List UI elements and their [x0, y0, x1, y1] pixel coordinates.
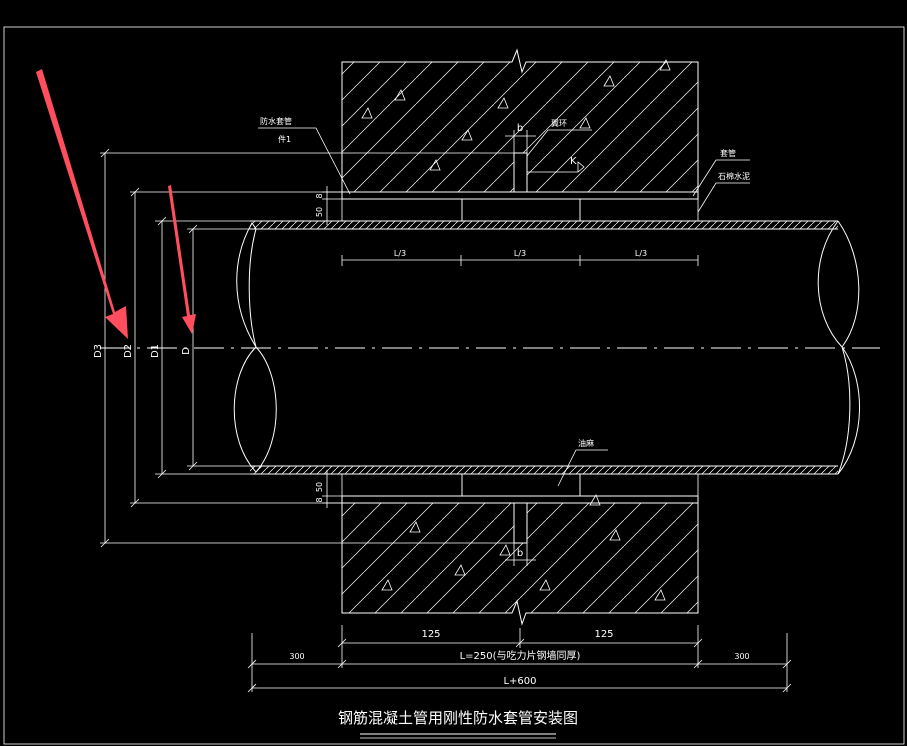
gap-dimension-top: 50 8	[315, 186, 342, 225]
dim-l250: L=250(与吃力片钢墙同厚)	[460, 649, 581, 662]
leader-waterproof-sleeve: 防水套管 件1	[258, 116, 351, 195]
third-length-dimension: L/3 L/3 L/3	[341, 249, 699, 266]
dim-right-125: 125	[594, 629, 613, 640]
label-waterproof-sleeve: 防水套管	[260, 116, 292, 126]
drawing-title: 钢筋混凝土管用刚性防水套管安装图	[338, 709, 578, 727]
pipe-wall-bottom	[250, 465, 838, 475]
dim-left-300: 300	[289, 652, 304, 661]
dim-top-8: 8	[315, 193, 324, 198]
pipe-break-left	[233, 222, 277, 473]
dim-right-300: 300	[734, 652, 749, 661]
annotation-arrow-d2	[36, 69, 128, 339]
sleeve-wall-top	[341, 191, 699, 200]
dim-third-2: L/3	[514, 249, 526, 258]
packing-top	[341, 198, 699, 222]
rib-ring-top	[513, 152, 528, 193]
rib-width-dimension-bottom: b	[505, 543, 536, 566]
rib-width-dimension-top: b	[505, 123, 536, 153]
label-sleeve: 套管	[720, 148, 736, 158]
dim-b-top: b	[517, 123, 523, 134]
label-part1: 件1	[278, 134, 291, 144]
drawing-title-block: 钢筋混凝土管用刚性防水套管安装图	[338, 709, 578, 739]
leader-sleeve: 套管 石棉水泥	[692, 148, 750, 213]
label-k: K	[570, 156, 577, 167]
pipe-break-right	[817, 220, 861, 475]
leader-rib-ring: 翼环	[526, 119, 592, 157]
dim-d1: D1	[150, 344, 161, 358]
diameter-dimensions: D3 D2 D1 D	[93, 148, 514, 548]
dim-d: D	[181, 347, 192, 355]
dim-d2: D2	[123, 344, 134, 358]
dim-top-50: 50	[315, 207, 324, 217]
dim-third-3: L/3	[635, 249, 647, 258]
annotation-arrow-d	[168, 185, 196, 334]
dim-bot-50: 50	[315, 482, 324, 492]
dim-bot-8: 8	[315, 497, 324, 502]
pipe-wall-top	[250, 220, 838, 230]
weld-symbol: K	[527, 156, 585, 173]
dim-left-125: 125	[421, 629, 440, 640]
drawing-frame	[3, 26, 905, 745]
dim-b-bottom: b	[517, 548, 523, 559]
leader-oakum: 油麻	[557, 438, 608, 487]
rib-ring-bottom	[513, 502, 528, 544]
bottom-dimensions: 125 125 L=250(与吃力片钢墙同厚) 300 300 L+600	[247, 625, 792, 693]
dim-third-1: L/3	[394, 249, 406, 258]
dim-d3: D3	[93, 344, 104, 358]
sleeve-wall-bottom	[341, 495, 699, 504]
label-rib-ring: 翼环	[551, 119, 567, 128]
packing-bottom	[341, 473, 699, 497]
label-oakum: 油麻	[578, 438, 594, 448]
label-asbestos-cement: 石棉水泥	[718, 171, 750, 181]
gap-dimension-bottom: 50 8	[315, 470, 342, 508]
dim-l600: L+600	[503, 676, 536, 687]
